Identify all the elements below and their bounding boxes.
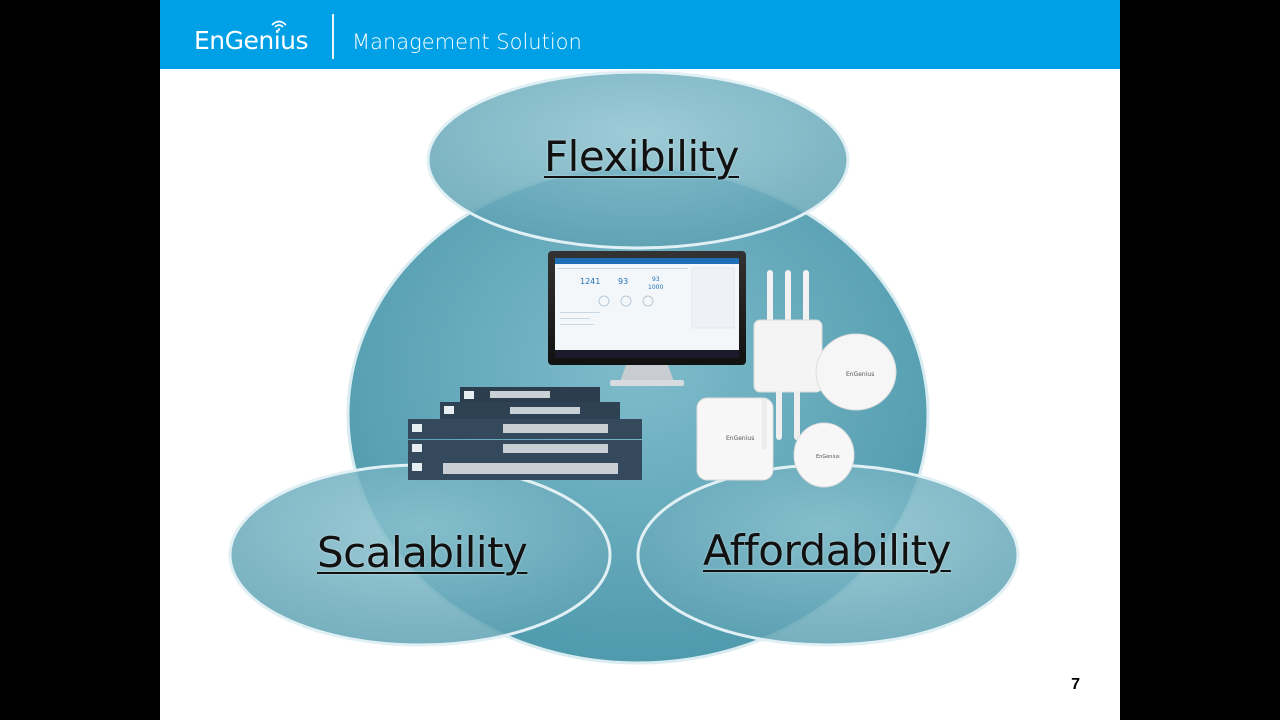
venn-diagram: 1241 93 93 1000 <box>228 70 1020 665</box>
switch-stack-image <box>408 387 642 480</box>
engenius-logo: EnGenius <box>194 26 309 55</box>
affordability-label: Affordability <box>703 526 951 575</box>
flexibility-label: Flexibility <box>544 132 739 181</box>
ap-brand-1: EnGenius <box>846 371 874 378</box>
slide: EnGenius Management Solution <box>160 0 1120 720</box>
slide-number: 7 <box>1071 676 1080 693</box>
monitor-stat-2: 93 <box>618 277 628 286</box>
scalability-label: Scalability <box>317 528 528 577</box>
monitor-image: 1241 93 93 1000 <box>548 251 746 386</box>
monitor-stat-1: 1241 <box>580 277 600 286</box>
wifi-icon <box>271 20 287 31</box>
ap-brand-3: EnGenius <box>816 454 840 460</box>
header-divider <box>332 14 334 59</box>
monitor-stat-4: 1000 <box>648 284 663 291</box>
ap-brand-2: EnGenius <box>726 435 754 442</box>
slide-header: EnGenius Management Solution <box>160 0 1120 69</box>
access-points-image: EnGenius EnGenius EnGenius <box>696 270 897 488</box>
flexibility-ellipse <box>426 70 850 250</box>
monitor-stat-3: 93 <box>652 276 660 283</box>
slide-title: Management Solution <box>352 30 582 54</box>
